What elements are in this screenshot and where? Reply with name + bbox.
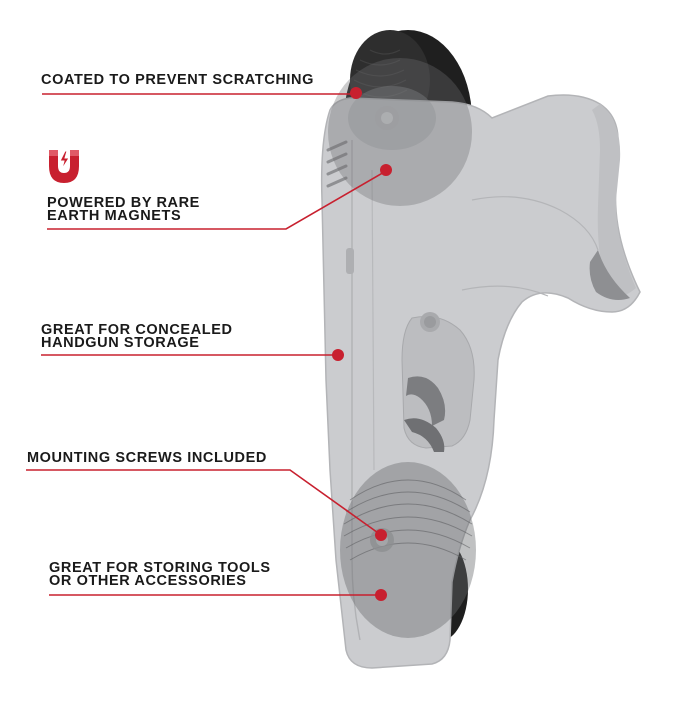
callout-text: MOUNTING SCREWS INCLUDED <box>27 450 267 466</box>
leader-dot-coated <box>350 87 362 99</box>
callout-text-line1: GREAT FOR STORING TOOLS <box>49 560 271 576</box>
callout-text-line1: GREAT FOR CONCEALED <box>41 322 233 338</box>
leader-dot-concealed <box>332 349 344 361</box>
magnet-lightning-icon <box>49 150 79 183</box>
leader-dot-screws <box>375 529 387 541</box>
leader-dots <box>332 87 392 601</box>
callout-great-for-concealed-handgun-storage: GREAT FOR CONCEALED HANDGUN STORAGE <box>41 322 233 351</box>
callout-text-line2: HANDGUN STORAGE <box>41 335 200 351</box>
leader-lines <box>26 93 387 596</box>
top-magnet-front <box>328 58 472 206</box>
callout-coated-to-prevent-scratching: COATED TO PREVENT SCRATCHING <box>41 72 314 88</box>
leader-dot-tools <box>375 589 387 601</box>
callout-text-line2: EARTH MAGNETS <box>47 208 182 224</box>
callout-text: COATED TO PREVENT SCRATCHING <box>41 72 314 88</box>
callout-text-line2: OR OTHER ACCESSORIES <box>49 573 247 589</box>
callout-text-line1: POWERED BY RARE <box>47 195 200 211</box>
callout-mounting-screws-included: MOUNTING SCREWS INCLUDED <box>27 450 267 466</box>
bottom-magnet-front <box>340 462 476 638</box>
leader-line-screws <box>26 469 382 536</box>
callout-great-for-storing-tools: GREAT FOR STORING TOOLS OR OTHER ACCESSO… <box>49 560 271 589</box>
leader-dot-powered <box>380 164 392 176</box>
leader-line-powered <box>47 170 387 230</box>
callout-powered-by-rare-earth-magnets: POWERED BY RARE EARTH MAGNETS <box>47 195 200 224</box>
handgun-silhouette <box>320 94 641 669</box>
